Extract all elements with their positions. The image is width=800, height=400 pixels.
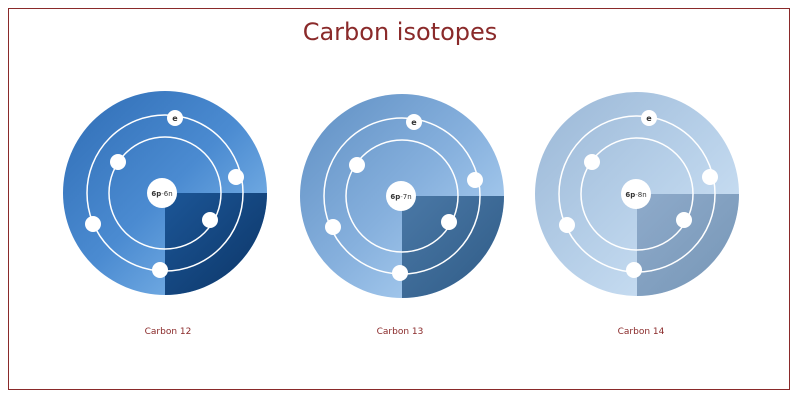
electron-symbol: e <box>646 114 652 123</box>
nucleus-neutrons: 7n <box>403 193 412 201</box>
nucleus-protons: 6p <box>151 190 161 198</box>
atom-label: Carbon 13 <box>377 327 424 337</box>
nucleus <box>147 178 177 208</box>
atom-disc-shade <box>402 196 504 298</box>
electron <box>325 219 341 235</box>
diagram-frame <box>8 8 790 390</box>
electron <box>392 265 408 281</box>
nucleus <box>621 179 651 209</box>
electron-symbol: e <box>172 114 178 123</box>
electron <box>110 154 126 170</box>
electron <box>152 262 168 278</box>
labeled-electron <box>641 110 657 126</box>
electron <box>702 169 718 185</box>
atom-carbon-12: e 6p-6n Carbon 12 <box>63 91 267 337</box>
atom-carbon-13: e 6p-7n Carbon 13 <box>300 94 504 337</box>
electron <box>584 154 600 170</box>
electron-symbol: e <box>411 118 417 127</box>
nucleus-protons: 6p <box>390 193 400 201</box>
atom-label: Carbon 12 <box>145 327 192 337</box>
nucleus <box>386 181 416 211</box>
electron <box>559 217 575 233</box>
nucleus-protons: 6p <box>625 191 635 199</box>
inner-orbit <box>580 137 694 251</box>
inner-orbit <box>108 136 222 250</box>
nucleus-label: 6p-7n <box>390 193 411 201</box>
atom-disc-shade <box>637 194 739 296</box>
nucleus-neutrons: 8n <box>638 191 647 199</box>
electron <box>202 212 218 228</box>
electron <box>228 169 244 185</box>
electron <box>349 157 365 173</box>
electron <box>676 212 692 228</box>
electron <box>467 172 483 188</box>
electron <box>626 262 642 278</box>
page-title: Carbon isotopes <box>302 18 498 46</box>
nucleus-label: 6p-6n <box>151 190 172 198</box>
electron <box>85 216 101 232</box>
inner-orbit <box>345 139 459 253</box>
labeled-electron <box>406 114 422 130</box>
atom-disc-shade <box>165 193 267 295</box>
electron <box>441 214 457 230</box>
nucleus-label: 6p-8n <box>625 191 646 199</box>
nucleus-neutrons: 6n <box>164 190 173 198</box>
atom-carbon-14: e 6p-8n Carbon 14 <box>535 92 739 337</box>
atom-label: Carbon 14 <box>618 327 665 337</box>
labeled-electron <box>167 110 183 126</box>
